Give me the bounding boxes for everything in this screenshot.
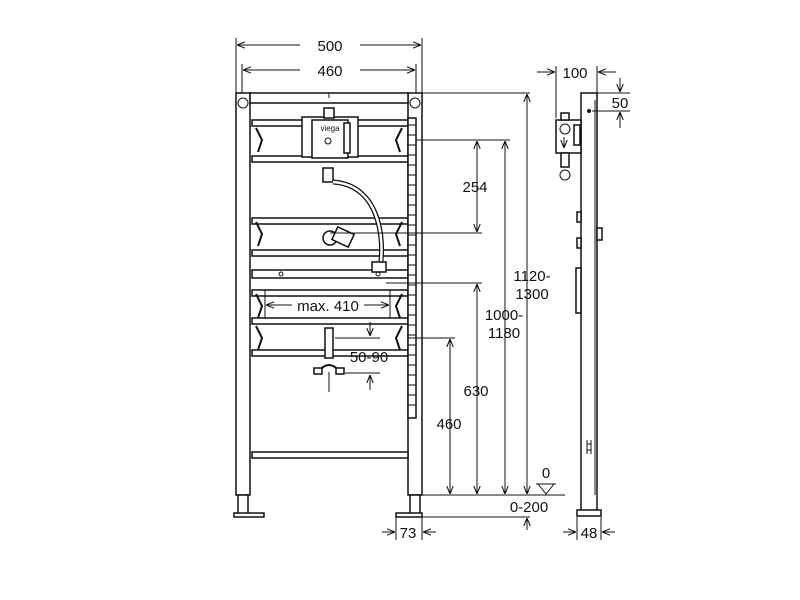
supply-hose bbox=[322, 167, 387, 273]
dim-254: 254 bbox=[462, 179, 487, 196]
dimension-lines bbox=[235, 38, 565, 540]
dim-73: 73 bbox=[400, 525, 417, 542]
dim-max-410: max. 410 bbox=[297, 298, 359, 315]
dim-630: 630 bbox=[463, 383, 488, 400]
dimension-labels: 500 460 max. 410 50-90 254 630 460 1000-… bbox=[297, 38, 550, 542]
dim-460-height: 460 bbox=[436, 416, 461, 433]
dim-50: 50 bbox=[612, 95, 629, 112]
side-view: 100 50 48 bbox=[537, 65, 630, 542]
drain-bracket bbox=[313, 327, 345, 392]
dim-1300: 1300 bbox=[515, 286, 548, 303]
dim-1000: 1000- bbox=[485, 307, 523, 324]
floor-zero: 0 bbox=[542, 465, 550, 482]
dim-50-90: 50-90 bbox=[350, 349, 388, 366]
dim-460-width: 460 bbox=[317, 63, 342, 80]
brand-label: viega bbox=[320, 124, 340, 133]
dim-1180: 1180 bbox=[488, 325, 520, 342]
dim-500: 500 bbox=[317, 38, 342, 55]
dim-1120: 1120- bbox=[513, 268, 550, 285]
dim-48: 48 bbox=[581, 525, 598, 542]
flush-valve-unit: viega bbox=[301, 107, 359, 159]
dim-0-200: 0-200 bbox=[510, 499, 548, 516]
dim-100: 100 bbox=[562, 65, 587, 82]
